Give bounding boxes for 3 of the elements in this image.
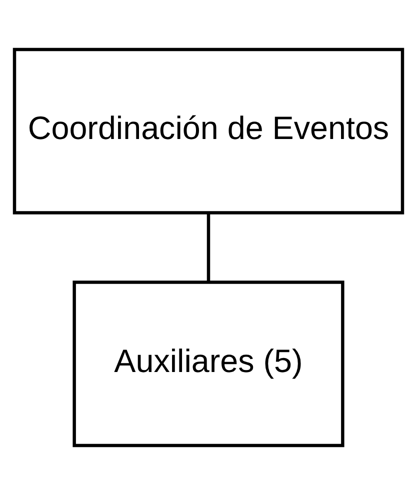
node-box: Auxiliares (5) [72, 280, 344, 447]
node-box: Coordinación de Eventos [12, 47, 404, 214]
connector [206, 212, 210, 282]
